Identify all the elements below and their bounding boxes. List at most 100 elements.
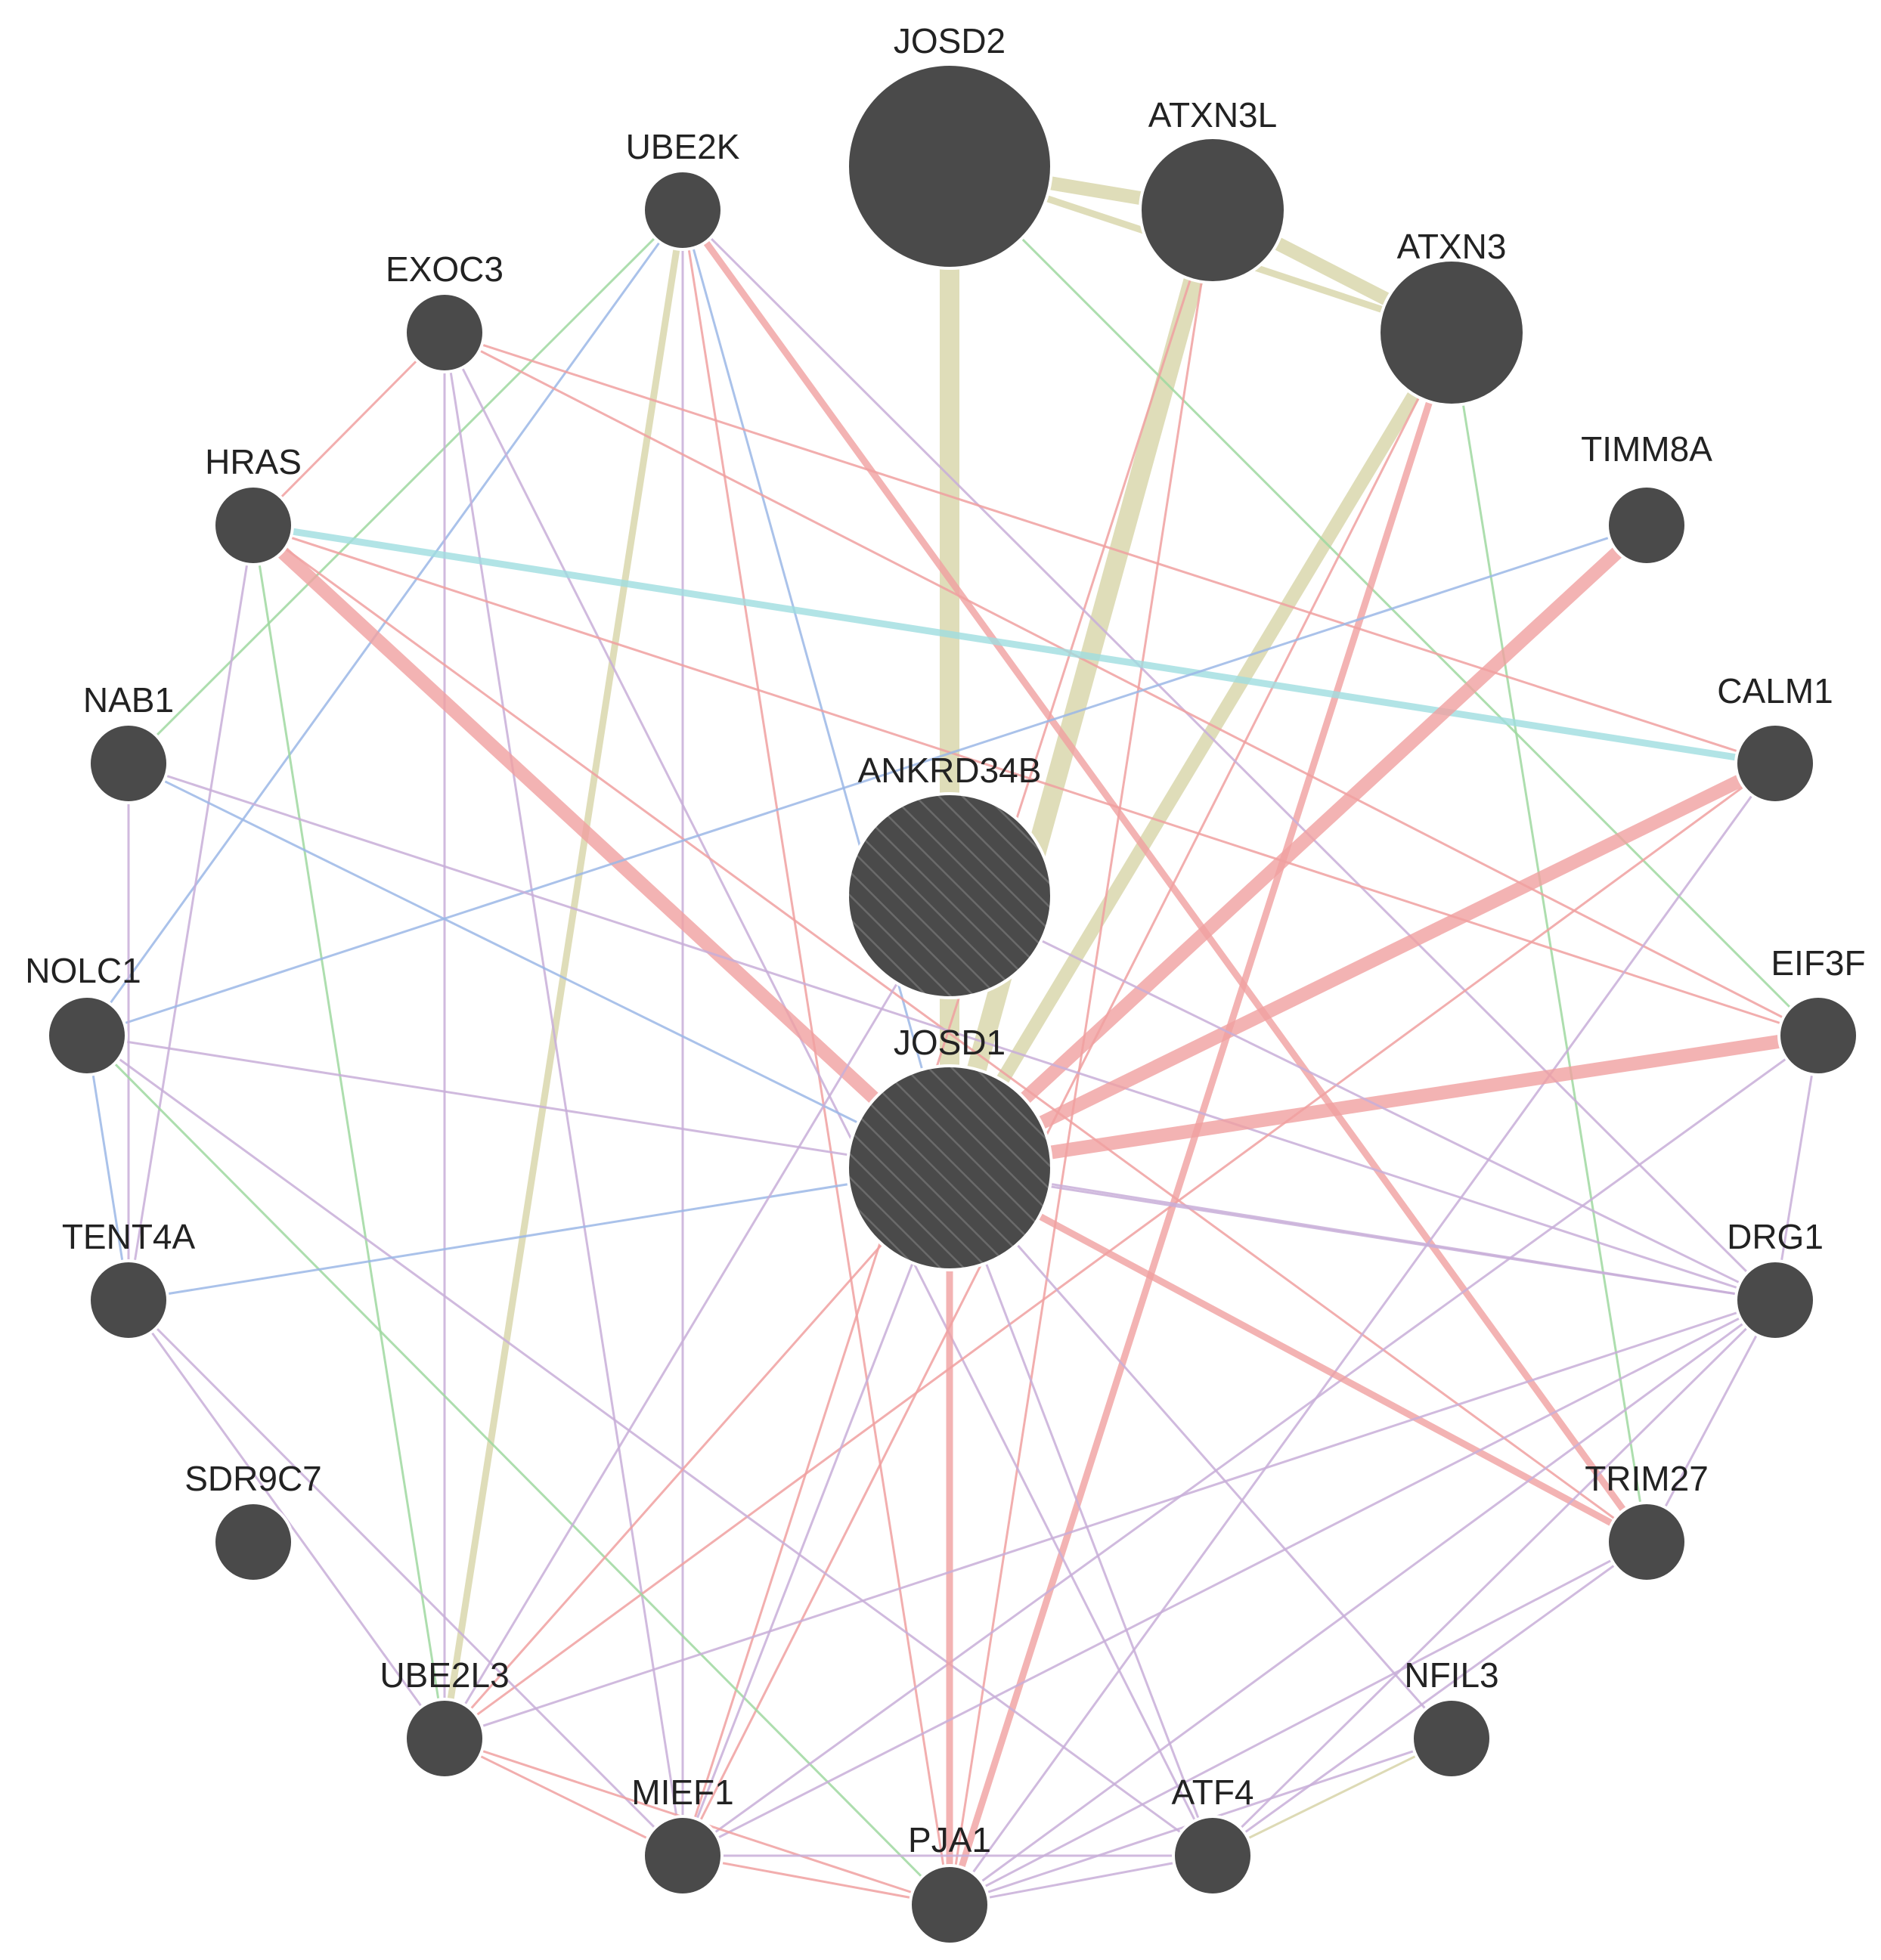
edge-nolc1-pja1 — [85, 1034, 951, 1906]
edge-ube2k-drg1 — [681, 209, 1777, 1302]
edge-josd1-atf4 — [948, 1166, 1214, 1857]
node-hras[interactable] — [212, 485, 294, 566]
edge-pja1-atf4 — [948, 1854, 1214, 1906]
edge-atxn3-trim27 — [1450, 331, 1648, 1544]
edge-atxn3l-josd1 — [940, 200, 1222, 1178]
node-label-tent4a: TENT4A — [62, 1217, 196, 1256]
node-label-ankrd34b: ANKRD34B — [858, 751, 1042, 790]
node-atxn3[interactable] — [1377, 259, 1526, 407]
node-label-calm1: CALM1 — [1717, 671, 1833, 711]
edge-drg1-pja1 — [948, 1299, 1777, 1906]
edge-exoc3-mief1 — [443, 331, 684, 1857]
node-label-exoc3: EXOC3 — [386, 249, 504, 289]
node-calm1[interactable] — [1734, 723, 1816, 804]
edge-nolc1-tent4a — [85, 1034, 130, 1302]
edge-josd1-ube2l3 — [443, 1166, 951, 1740]
edge-exoc3-hras — [252, 331, 446, 527]
node-label-timm8a: TIMM8A — [1581, 429, 1712, 469]
edge-ube2l3-ankrd34b — [443, 894, 951, 1740]
node-label-ube2l3: UBE2L3 — [380, 1655, 509, 1695]
node-label-trim27: TRIM27 — [1585, 1459, 1709, 1498]
edge-drg1-atf4 — [1211, 1299, 1777, 1857]
edge-ube2l3-mief1 — [443, 1737, 684, 1857]
edge-hras-eif3f — [252, 524, 1820, 1037]
edge-atxn3-mief1 — [681, 331, 1453, 1857]
node-label-pja1: PJA1 — [908, 1820, 991, 1859]
edge-timm8a-josd1 — [943, 519, 1653, 1175]
node-label-atxn3: ATXN3 — [1397, 227, 1507, 266]
edge-tent4a-mief1 — [127, 1299, 684, 1857]
node-nab1[interactable] — [88, 723, 169, 804]
node-sdr9c7[interactable] — [212, 1501, 294, 1583]
node-josd1[interactable] — [846, 1064, 1053, 1271]
node-atxn3l[interactable] — [1139, 136, 1287, 284]
node-josd2[interactable] — [846, 63, 1053, 270]
node-tent4a[interactable] — [88, 1259, 169, 1341]
node-ube2l3[interactable] — [404, 1698, 485, 1779]
edge-exoc3-atf4 — [443, 331, 1214, 1857]
edge-exoc3-eif3f — [443, 331, 1820, 1037]
node-label-eif3f: EIF3F — [1771, 943, 1865, 983]
node-trim27[interactable] — [1606, 1501, 1687, 1583]
edges-layer — [85, 156, 1825, 1909]
edge-calm1-pja1 — [948, 762, 1777, 1906]
edge-nab1-drg1 — [127, 762, 1777, 1302]
edge-atxn3-josd1 — [943, 326, 1458, 1175]
edge-ube2k-pja1 — [681, 209, 951, 1906]
node-timm8a[interactable] — [1606, 485, 1687, 566]
edge-hras-calm1 — [249, 522, 1779, 767]
node-label-josd2: JOSD2 — [894, 21, 1006, 60]
node-drg1[interactable] — [1734, 1259, 1816, 1341]
node-eif3f[interactable] — [1777, 995, 1859, 1076]
node-label-josd1: JOSD1 — [894, 1023, 1006, 1062]
node-ube2k[interactable] — [642, 169, 724, 251]
edge-eif3f-mief1 — [681, 1034, 1820, 1857]
nodes-layer — [46, 63, 1859, 1946]
edge-hras-ube2l3 — [252, 524, 446, 1740]
edge-mief1-pja1 — [681, 1854, 951, 1906]
edge-atxn3l-pja1 — [948, 209, 1214, 1906]
edge-ube2k-nolc1 — [85, 209, 684, 1037]
edge-josd1-mief1 — [681, 1166, 951, 1857]
edge-josd1-nfil3 — [948, 1166, 1453, 1740]
node-label-nolc1: NOLC1 — [25, 951, 141, 990]
edge-timm8a-nolc1 — [85, 524, 1648, 1037]
node-pja1[interactable] — [909, 1864, 990, 1946]
node-ankrd34b[interactable] — [846, 792, 1053, 999]
edge-ube2k-josd1 — [681, 209, 951, 1169]
edge-atxn3-pja1 — [946, 329, 1455, 1909]
node-label-sdr9c7: SDR9C7 — [184, 1459, 322, 1498]
edge-hras-josd1 — [246, 519, 956, 1175]
node-mief1[interactable] — [642, 1815, 724, 1897]
node-label-hras: HRAS — [205, 442, 302, 481]
edge-drg1-mief1 — [681, 1299, 1777, 1857]
node-nolc1[interactable] — [46, 995, 128, 1076]
edge-josd1-tent4a — [127, 1166, 951, 1302]
edge-nab1-josd1 — [127, 762, 951, 1169]
node-exoc3[interactable] — [404, 292, 485, 373]
edge-calm1-josd1 — [943, 757, 1782, 1175]
node-label-ube2k: UBE2K — [626, 127, 740, 166]
edge-drg1-ube2l3 — [443, 1299, 1777, 1740]
edge-josd1-drg1 — [948, 1166, 1777, 1302]
edge-ube2k-ube2l3 — [441, 206, 686, 1742]
node-label-atxn3l: ATXN3L — [1148, 95, 1277, 135]
node-label-drg1: DRG1 — [1727, 1217, 1824, 1256]
edge-trim27-atf4 — [1211, 1540, 1648, 1857]
edge-eif3f-josd1 — [943, 1029, 1825, 1175]
node-nfil3[interactable] — [1411, 1698, 1492, 1779]
edge-ube2k-nab1 — [127, 209, 684, 765]
node-label-nfil3: NFIL3 — [1404, 1655, 1498, 1695]
edge-exoc3-calm1 — [443, 331, 1777, 765]
edge-hras-trim27 — [252, 524, 1648, 1544]
edge-trim27-pja1 — [948, 1540, 1648, 1906]
node-label-mief1: MIEF1 — [631, 1773, 733, 1812]
node-atf4[interactable] — [1172, 1815, 1253, 1897]
edge-ube2k-trim27 — [679, 206, 1650, 1546]
edge-josd2-eif3f — [948, 165, 1820, 1037]
edge-eif3f-drg1 — [1774, 1034, 1820, 1302]
edge-hras-tent4a — [127, 524, 255, 1302]
node-label-nab1: NAB1 — [83, 680, 174, 720]
